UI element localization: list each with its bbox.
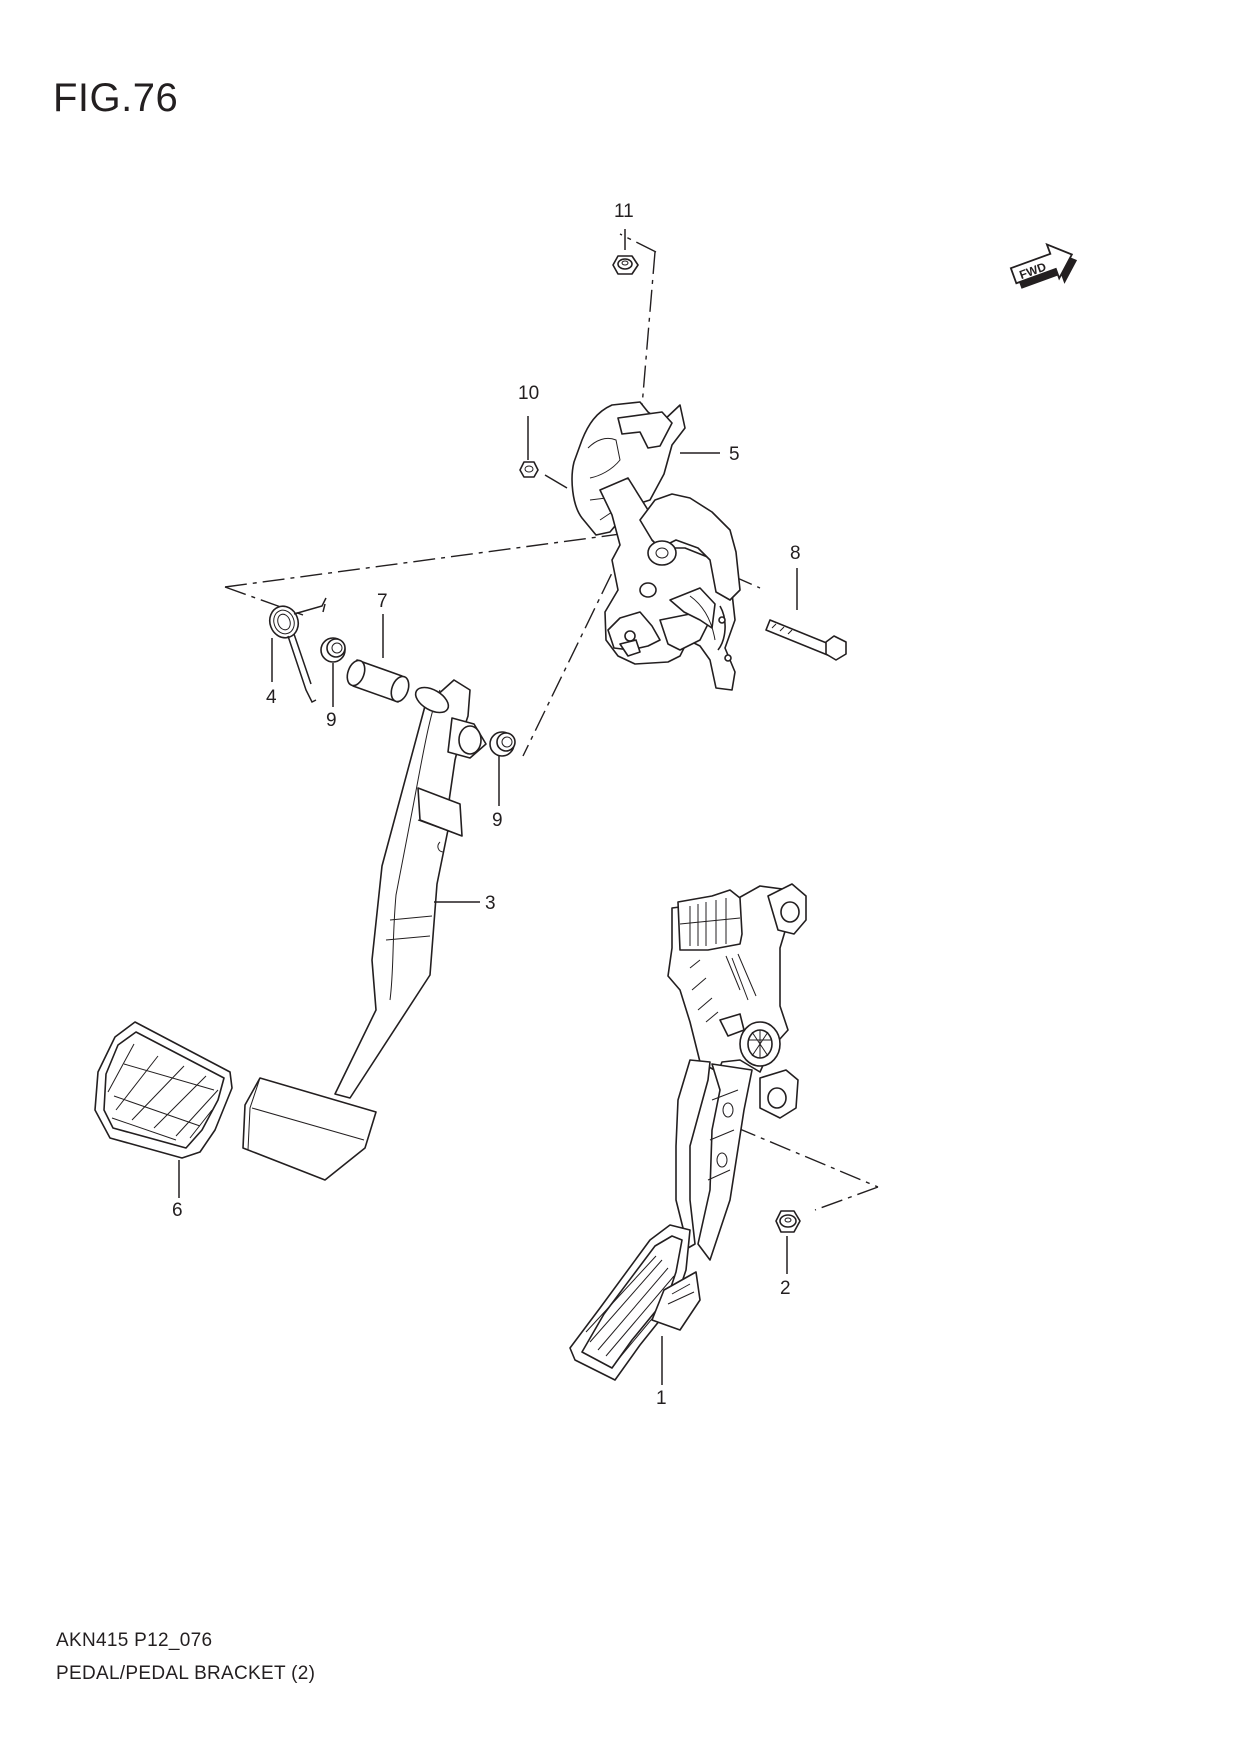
part-2-nut (775, 1210, 801, 1233)
figure-title: FIG.76 (53, 76, 179, 120)
callout-8: 8 (790, 543, 801, 564)
callout-9-right: 9 (492, 810, 503, 831)
callout-2: 2 (780, 1278, 791, 1299)
part-11-nut (612, 255, 639, 275)
callout-10: 10 (518, 383, 539, 404)
callout-11: 11 (614, 201, 634, 222)
part-1-accelerator-pedal (569, 883, 807, 1381)
part-7-shaft (346, 659, 410, 703)
figure-code: AKN415 P12_076 (56, 1630, 213, 1651)
part-4-return-spring (268, 597, 327, 704)
part-3-brake-pedal (242, 679, 487, 1181)
part-8-bolt (765, 619, 847, 661)
figure-footer: AKN415 P12_076 PEDAL/PEDAL BRACKET (2) (56, 1624, 315, 1690)
figure-caption: PEDAL/PEDAL BRACKET (2) (56, 1663, 316, 1684)
callout-7: 7 (377, 591, 388, 612)
assembly-lines (224, 233, 879, 1211)
callout-4: 4 (266, 687, 277, 708)
callout-5: 5 (729, 444, 740, 465)
fwd-arrow-icon: FWD (1009, 242, 1078, 289)
callouts: 11 10 5 8 7 4 9 9 3 6 2 1 (172, 201, 801, 1409)
callout-3: 3 (485, 893, 496, 914)
part-9-bushing-right (489, 731, 516, 757)
callout-6: 6 (172, 1200, 183, 1221)
part-9-bushing-left (320, 637, 346, 663)
leader-lines (178, 229, 798, 1385)
part-6-pedal-pad (94, 1021, 233, 1159)
callout-9-left: 9 (326, 710, 337, 731)
part-10-nut (519, 461, 539, 478)
callout-1: 1 (656, 1388, 667, 1409)
part-5-pedal-bracket (571, 401, 741, 691)
